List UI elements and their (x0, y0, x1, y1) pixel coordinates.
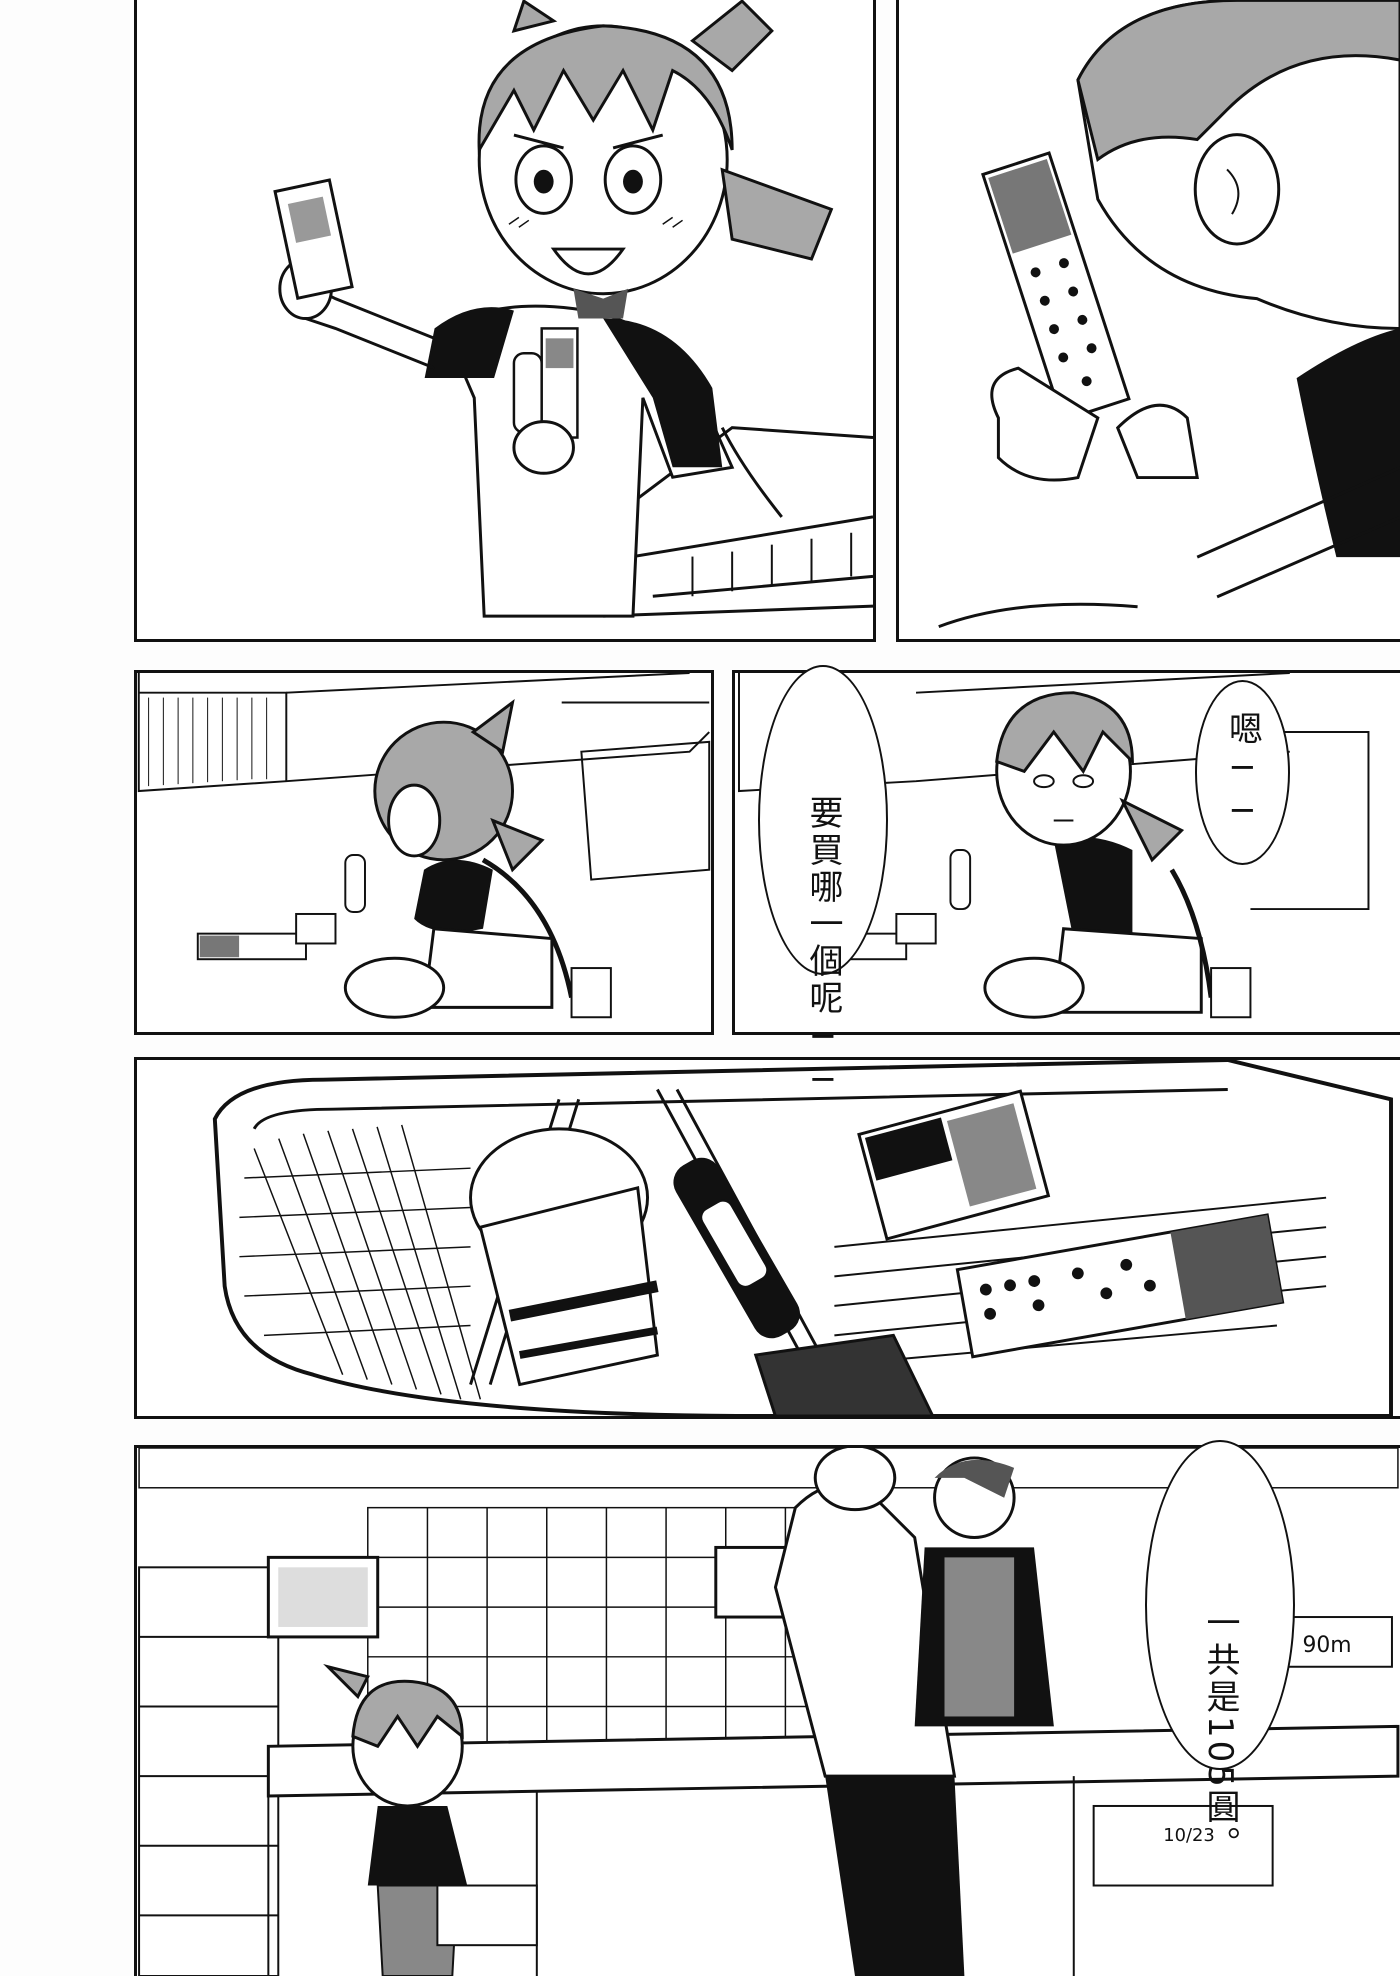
girl-crouching-illustration (137, 673, 711, 1019)
date-sign: 10/23 (1163, 1825, 1215, 1846)
price-sign: 90m (1302, 1633, 1351, 1658)
girl-with-snack-illustration (273, 0, 873, 618)
speech-total-line-2: 105 (1200, 1715, 1240, 1790)
panel-2 (896, 0, 1400, 642)
speech-text-which-one: 要買哪一個呢── (760, 537, 886, 1103)
speech-total-line-1: 一共是 (1200, 1604, 1240, 1716)
speech-line-1: 要買哪一個 (803, 795, 843, 980)
basket-illustration (212, 1060, 1393, 1416)
panel-5 (134, 1057, 1400, 1419)
checkout-illustration: 10/23 90m (138, 1448, 1400, 1976)
panel-1 (134, 0, 876, 642)
speech-bubble-which-one: 要買哪一個呢── (758, 665, 888, 1103)
boy-with-snack-illustration (938, 0, 1400, 629)
panel-3 (134, 670, 714, 1035)
speech-text-total: 一共是105圓。 (1157, 1347, 1283, 1864)
speech-bubble-hmm: 嗯── (1195, 680, 1290, 865)
speech-bubble-total: 一共是105圓。 (1145, 1440, 1295, 1863)
speech-text-hmm: 嗯── (1222, 711, 1263, 834)
girl-thinking-illustration (738, 673, 1370, 1019)
speech-total-line-3: 圓。 (1200, 1789, 1240, 1864)
speech-line-2: 呢── (803, 980, 843, 1103)
